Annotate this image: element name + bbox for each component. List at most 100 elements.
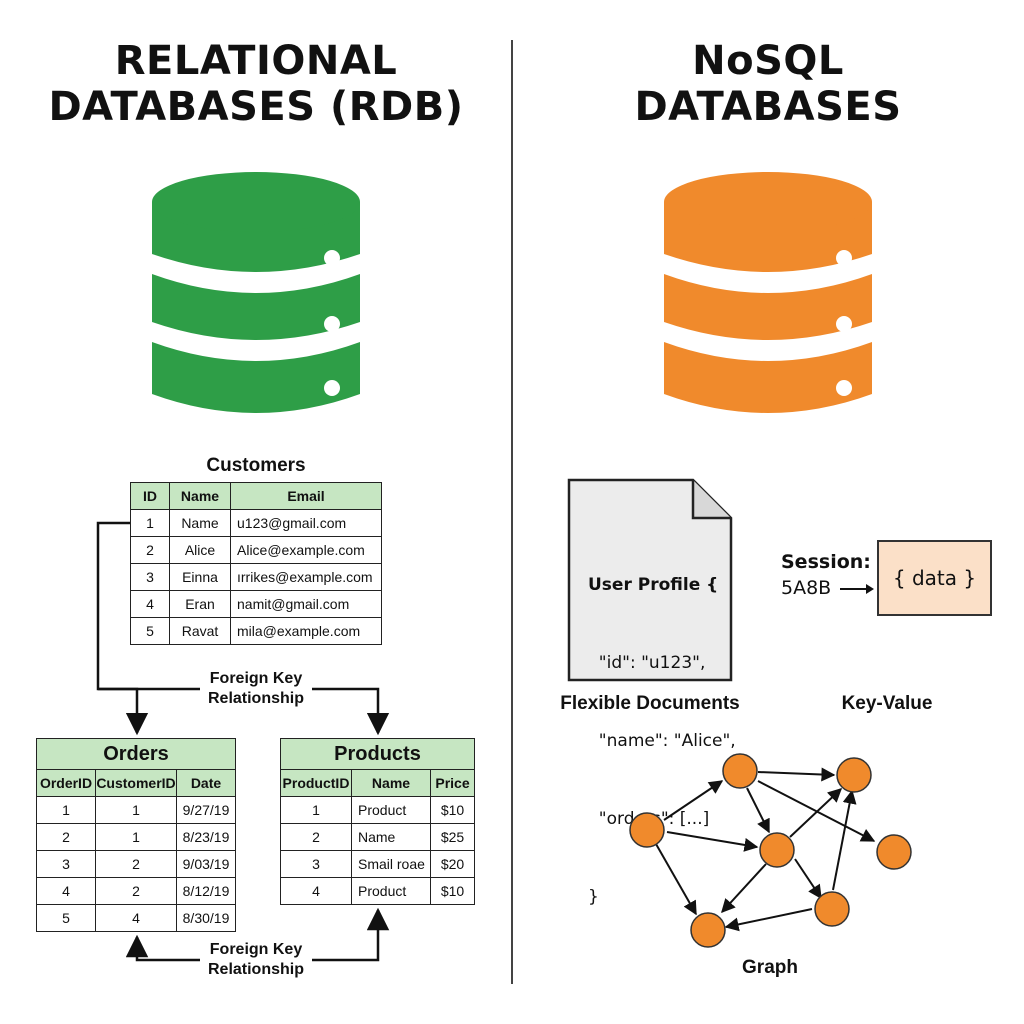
arrow-right-icon	[840, 584, 874, 594]
cell: 9/27/19	[176, 796, 236, 824]
rdb-title-line1: RELATIONAL	[114, 38, 398, 84]
fk-top-connector-right-b	[308, 687, 390, 736]
graph-edge	[832, 789, 857, 891]
orders-caption: Orders	[36, 738, 236, 769]
cell: 2	[95, 850, 177, 878]
graph-edge	[663, 780, 724, 821]
orders-header-row: OrderID CustomerID Date	[36, 769, 236, 797]
cell: Ravat	[169, 617, 231, 645]
graph-node	[690, 912, 726, 948]
cell: 3	[36, 850, 96, 878]
value-box: { data }	[877, 540, 992, 616]
graph-diagram	[629, 753, 912, 948]
customers-header-row: ID Name Email	[130, 482, 382, 510]
customers-caption: Customers	[206, 455, 306, 476]
rdb-cylinder	[152, 172, 360, 413]
rdb-title-line2: DATABASES (RDB)	[48, 84, 464, 130]
cell: Einna	[169, 563, 231, 591]
document-line-2: "id": "u123",	[588, 653, 706, 673]
products-header-row: ProductID Name Price	[280, 769, 475, 797]
graph-edge	[757, 767, 836, 782]
graph-edge	[666, 831, 759, 852]
graph-node	[629, 812, 665, 848]
documents-caption: Flexible Documents	[560, 693, 740, 714]
cell: $20	[430, 850, 475, 878]
session-key-label: Session:	[781, 551, 871, 573]
products-col-name: Name	[351, 769, 431, 797]
nosql-cylinder	[664, 172, 872, 413]
customers-col-email: Email	[230, 482, 382, 510]
rdb-database-icon	[152, 172, 360, 413]
nosql-title-line1: NoSQL	[692, 38, 844, 84]
document-line-5: }	[588, 887, 599, 907]
cell: Alice	[169, 536, 231, 564]
cell: 4	[280, 877, 352, 905]
nosql-indicator-dot-3	[836, 380, 852, 396]
cell: 4	[95, 904, 177, 932]
graph-edge	[721, 863, 767, 914]
document-line-1: User Profile {	[588, 575, 719, 595]
fk-top-connector-left	[96, 521, 149, 736]
graph-edge	[655, 843, 697, 916]
cell: 8/12/19	[176, 877, 236, 905]
fk-top-label-line1: Foreign Key	[209, 670, 303, 687]
cell: mila@example.com	[230, 617, 382, 645]
rdb-indicator-dot-2	[324, 316, 340, 332]
cell: Eran	[169, 590, 231, 618]
nosql-indicator-dot-1	[836, 250, 852, 266]
cell: 2	[280, 823, 352, 851]
fk-top-label-line2: Relationship	[207, 690, 304, 707]
cell: Product	[351, 877, 431, 905]
fk-top-label: Foreign Key Relationship	[200, 669, 312, 709]
fk-bottom-connector-right	[308, 907, 390, 962]
customers-col-id: ID	[130, 482, 170, 510]
cell: Product	[351, 796, 431, 824]
cell: 1	[280, 796, 352, 824]
relationship-connectors	[96, 521, 390, 962]
orders-col-customerid: CustomerID	[95, 769, 177, 797]
graph-caption: Graph	[742, 957, 798, 978]
cell: Smail roae	[351, 850, 431, 878]
graph-node	[814, 891, 850, 927]
rdb-title: RELATIONAL DATABASES (RDB)	[20, 38, 492, 130]
cell: 5	[36, 904, 96, 932]
value-text: { data }	[892, 566, 977, 590]
document-line-3: "name": "Alice",	[588, 731, 736, 751]
graph-node	[722, 753, 758, 789]
nosql-title-line2: DATABASES	[634, 84, 902, 130]
graph-edge	[746, 787, 770, 834]
products-col-price: Price	[430, 769, 475, 797]
nosql-database-icon	[664, 172, 872, 413]
cell: 1	[95, 796, 177, 824]
cell: 1	[95, 823, 177, 851]
cell: $25	[430, 823, 475, 851]
rdb-indicator-dot-1	[324, 250, 340, 266]
cell: 3	[130, 563, 170, 591]
cell: 2	[36, 823, 96, 851]
cell: u123@gmail.com	[230, 509, 382, 537]
nosql-indicator-dot-2	[836, 316, 852, 332]
cell: 8/23/19	[176, 823, 236, 851]
cell: 8/30/19	[176, 904, 236, 932]
graph-edge	[757, 780, 876, 842]
fk-bottom-label: Foreign Key Relationship	[200, 940, 312, 980]
cell: 3	[280, 850, 352, 878]
fk-bottom-label-line1: Foreign Key	[209, 941, 303, 958]
cell: 9/03/19	[176, 850, 236, 878]
center-divider	[511, 40, 513, 984]
